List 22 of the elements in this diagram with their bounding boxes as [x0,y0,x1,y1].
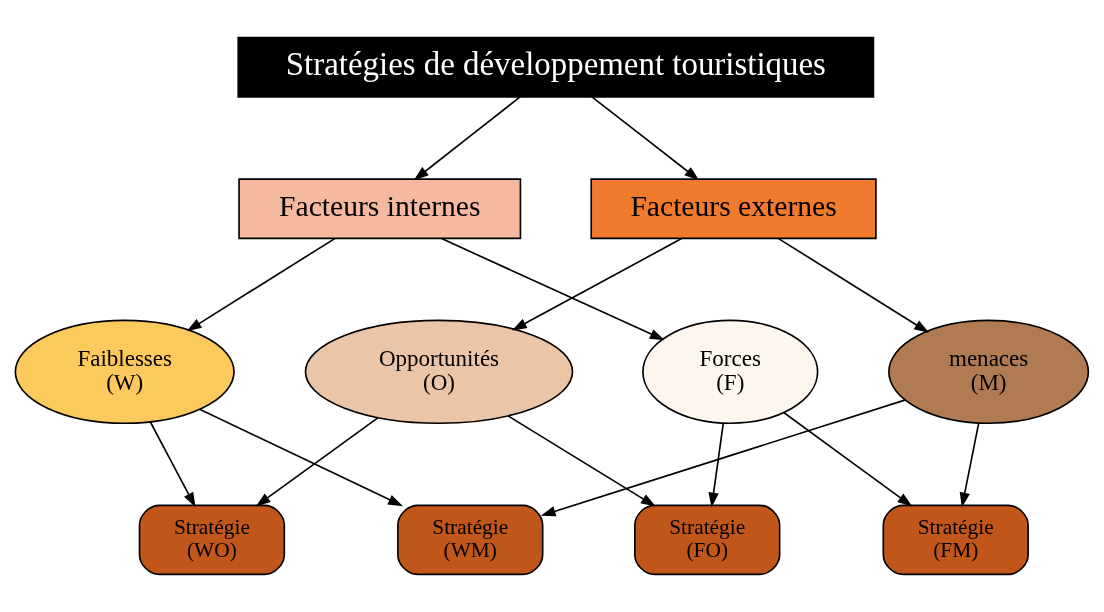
arrow [413,96,521,181]
arrow [507,415,656,507]
arrow [959,422,980,508]
arrow [186,237,336,332]
arrow [782,411,913,507]
arrow [708,422,725,508]
arrow [149,421,196,508]
arrow [255,416,379,507]
arrow [591,96,700,181]
arrow [540,399,906,517]
arrow [198,408,403,507]
node-box: Stratégie (FM) [882,504,1029,576]
arrow [512,237,683,331]
arrow [440,237,665,341]
node-box: Facteurs externes [590,178,877,240]
node-box: Stratégie (FO) [634,504,781,576]
node-ellipse: Forces (F) [642,319,819,425]
node-box: Facteurs internes [238,178,522,240]
arrow [777,237,929,333]
node-box: Stratégie (WM) [397,504,544,576]
node-box: Stratégies de développement touristiques [237,36,875,98]
node-box: Stratégie (WO) [138,504,286,576]
